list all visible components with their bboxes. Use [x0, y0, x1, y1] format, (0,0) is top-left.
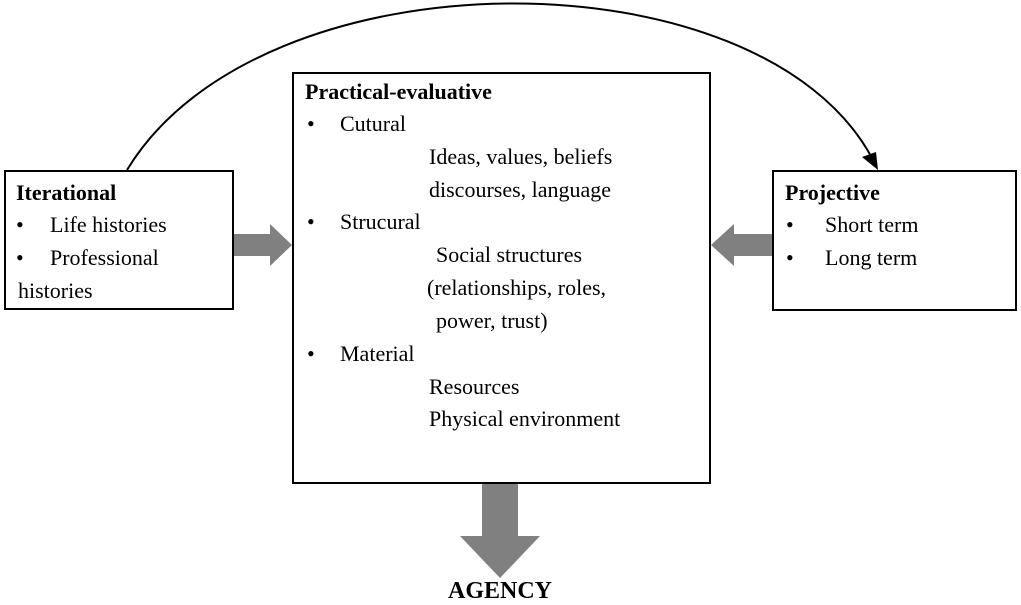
bullet: • — [16, 212, 24, 237]
arrow-practical-to-agency — [460, 484, 540, 578]
projective-item-short-term: Short term — [825, 212, 919, 237]
bullet: • — [786, 245, 794, 270]
iterational-title: Iterational — [16, 180, 117, 205]
projective-box: Projective • Short term • Long term — [772, 170, 1017, 311]
structural-label: Strucural — [340, 209, 421, 234]
iterational-item-professional: Professional — [50, 245, 159, 270]
arrow-iterational-to-practical — [234, 224, 292, 266]
projective-item-long-term: Long term — [825, 245, 918, 270]
material-label: Material — [340, 341, 415, 366]
structural-line: (relationships, roles, — [427, 275, 607, 300]
arrow-projective-to-practical — [711, 224, 772, 266]
cultural-line: discourses, language — [429, 177, 612, 202]
bullet: • — [16, 245, 24, 270]
structural-line: Social structures — [436, 242, 583, 267]
bullet: • — [307, 209, 315, 234]
projective-title: Projective — [785, 180, 880, 205]
practical-evaluative-title: Practical-evaluative — [305, 79, 492, 104]
bullet: • — [307, 111, 315, 136]
practical-evaluative-box: Practical-evaluative • Cutural Ideas, va… — [292, 72, 711, 484]
material-line: Physical environment — [429, 406, 621, 431]
bullet: • — [307, 341, 315, 366]
agency-label: AGENCY — [447, 578, 552, 604]
iterational-item-life-histories: Life histories — [50, 212, 167, 237]
arc-arrowhead — [862, 152, 878, 170]
bullet: • — [786, 212, 794, 237]
iterational-item-histories: histories — [18, 278, 93, 303]
iterational-box: Iterational • Life histories • Professio… — [4, 170, 234, 310]
cultural-label: Cutural — [340, 111, 406, 136]
structural-line: power, trust) — [436, 308, 548, 333]
cultural-line: Ideas, values, beliefs — [429, 144, 613, 169]
arc-connector — [126, 2, 873, 171]
material-line: Resources — [429, 374, 520, 399]
